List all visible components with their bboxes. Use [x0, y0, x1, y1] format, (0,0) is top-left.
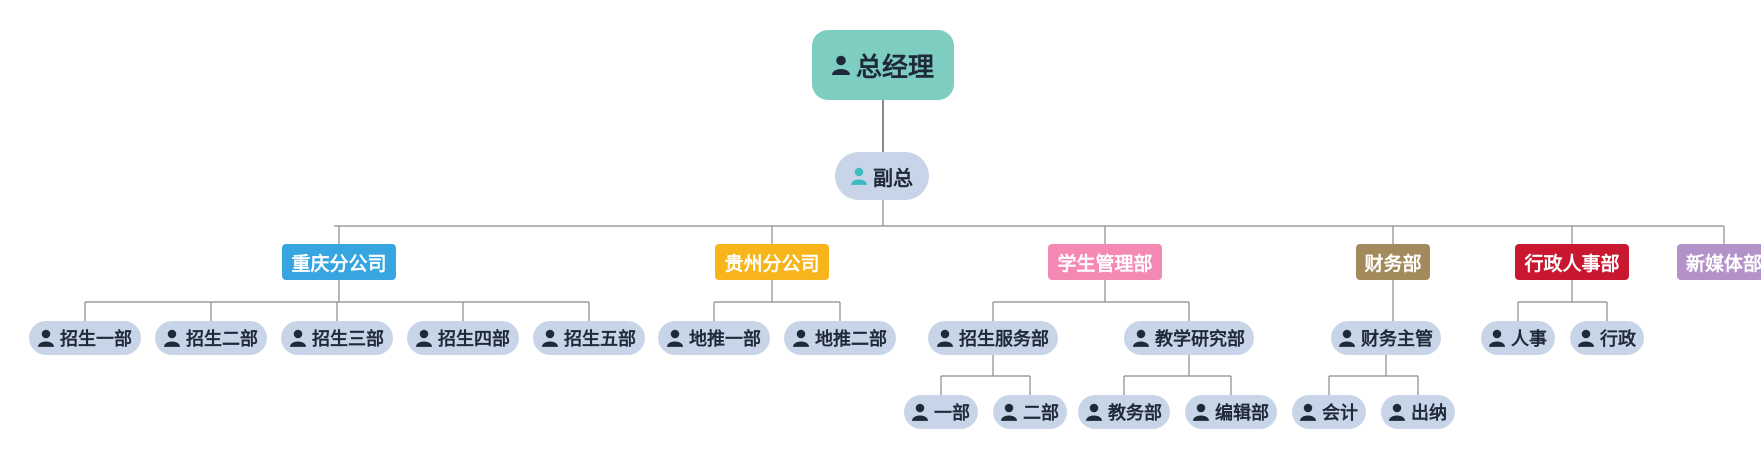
node-label: 新媒体部: [1685, 252, 1761, 275]
dept-chongqing-branch[interactable]: 重庆分公司: [282, 244, 396, 280]
node-label: 招生三部: [312, 329, 384, 350]
dept-guizhou-branch[interactable]: 贵州分公司: [715, 244, 829, 280]
person-icon: [937, 329, 953, 347]
person-icon: [831, 55, 850, 75]
node-label: 行政: [1600, 329, 1636, 350]
person-icon: [1300, 403, 1316, 421]
org-node-accountant[interactable]: 会计: [1292, 395, 1366, 429]
node-label: 招生二部: [186, 329, 258, 350]
org-node-recruit-2[interactable]: 招生二部: [155, 321, 267, 355]
node-label: 编辑部: [1215, 403, 1269, 424]
node-label: 学生管理部: [1057, 252, 1153, 275]
node-label: 人事: [1511, 329, 1547, 350]
org-node-ground-1[interactable]: 地推一部: [658, 321, 770, 355]
node-label: 财务部: [1364, 252, 1422, 275]
dept-admin-hr[interactable]: 行政人事部: [1515, 244, 1629, 280]
org-node-general-manager[interactable]: 总经理: [812, 30, 954, 100]
node-label: 地推二部: [815, 329, 887, 350]
node-label: 教学研究部: [1155, 329, 1245, 350]
org-node-hr[interactable]: 人事: [1481, 321, 1555, 355]
org-node-finance-supervisor[interactable]: 财务主管: [1331, 321, 1441, 355]
person-icon: [1489, 329, 1505, 347]
org-node-recruit-5[interactable]: 招生五部: [533, 321, 645, 355]
person-icon: [851, 167, 867, 185]
org-node-vice-general-manager[interactable]: 副总: [835, 152, 929, 200]
org-node-teaching-research[interactable]: 教学研究部: [1124, 321, 1254, 355]
node-label: 招生四部: [438, 329, 510, 350]
person-icon: [1389, 403, 1405, 421]
org-node-cashier[interactable]: 出纳: [1381, 395, 1455, 429]
person-icon: [793, 329, 809, 347]
org-node-admin[interactable]: 行政: [1570, 321, 1644, 355]
dept-finance[interactable]: 财务部: [1356, 244, 1430, 280]
person-icon: [38, 329, 54, 347]
node-label: 财务主管: [1361, 329, 1433, 350]
org-node-enrollment-service[interactable]: 招生服务部: [928, 321, 1058, 355]
node-label: 出纳: [1411, 403, 1447, 424]
org-node-recruit-3[interactable]: 招生三部: [281, 321, 393, 355]
dept-new-media[interactable]: 新媒体部: [1677, 244, 1761, 280]
node-label: 一部: [934, 403, 970, 424]
person-icon: [667, 329, 683, 347]
org-node-dept-1[interactable]: 一部: [904, 395, 978, 429]
node-label: 行政人事部: [1524, 252, 1620, 275]
node-label: 总经理: [855, 52, 934, 83]
node-label: 招生服务部: [959, 329, 1049, 350]
org-node-ground-2[interactable]: 地推二部: [784, 321, 896, 355]
node-label: 招生五部: [564, 329, 636, 350]
node-label: 地推一部: [689, 329, 761, 350]
node-label: 教务部: [1108, 403, 1162, 424]
node-label: 会计: [1322, 403, 1358, 424]
org-node-dept-2[interactable]: 二部: [993, 395, 1067, 429]
node-label: 二部: [1023, 403, 1059, 424]
person-icon: [542, 329, 558, 347]
person-icon: [164, 329, 180, 347]
person-icon: [912, 403, 928, 421]
org-node-editorial[interactable]: 编辑部: [1185, 395, 1277, 429]
person-icon: [1133, 329, 1149, 347]
person-icon: [1339, 329, 1355, 347]
person-icon: [290, 329, 306, 347]
org-node-academic-affairs[interactable]: 教务部: [1078, 395, 1170, 429]
person-icon: [1578, 329, 1594, 347]
node-label: 副总: [873, 165, 913, 190]
node-label: 重庆分公司: [291, 252, 387, 275]
node-label: 招生一部: [60, 329, 132, 350]
dept-student-management[interactable]: 学生管理部: [1048, 244, 1162, 280]
person-icon: [1193, 403, 1209, 421]
org-node-recruit-4[interactable]: 招生四部: [407, 321, 519, 355]
person-icon: [1086, 403, 1102, 421]
org-node-recruit-1[interactable]: 招生一部: [29, 321, 141, 355]
person-icon: [1001, 403, 1017, 421]
person-icon: [416, 329, 432, 347]
node-label: 贵州分公司: [724, 252, 820, 275]
